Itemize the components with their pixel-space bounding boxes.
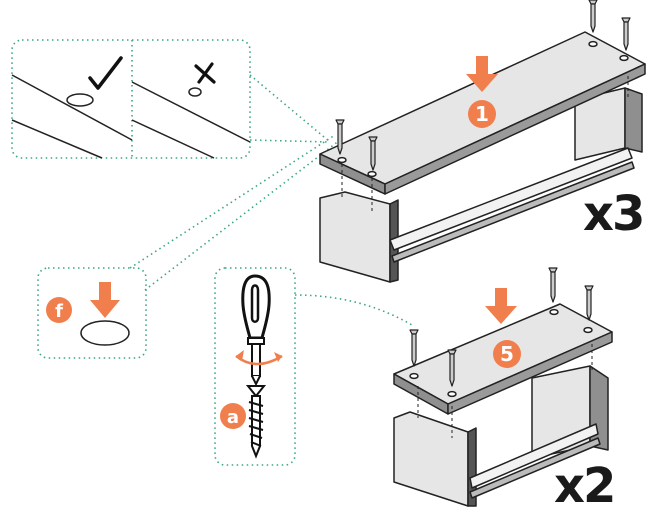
down-arrow-icon (485, 288, 517, 324)
washer-badge (46, 297, 72, 323)
down-arrow-icon (466, 56, 498, 92)
down-arrow-icon (90, 282, 120, 318)
step-number-top: 1 (475, 102, 489, 126)
bottom-screws (409, 267, 594, 387)
incorrect-hole (188, 87, 202, 97)
top-screws (335, 0, 631, 171)
quantity-bottom: x2 (554, 458, 616, 509)
screwdriver-badge (220, 403, 246, 429)
screwdriver-inset: a (214, 267, 413, 466)
step-marker-top: 1 (466, 56, 498, 128)
top-shelf-assembly (319, 0, 646, 283)
screwdriver-label: a (227, 407, 239, 428)
step-marker-bottom: 5 (485, 288, 521, 368)
guide-lines-top (129, 74, 341, 291)
step-badge-bottom (493, 340, 521, 368)
step-badge-top (468, 100, 496, 128)
hole-detail-inset (11, 39, 251, 159)
washer-inset: f (37, 267, 147, 359)
washer (80, 320, 130, 346)
washer-label: f (55, 301, 63, 322)
check-icon (88, 56, 123, 90)
cross-icon (194, 62, 216, 84)
quantity-top: x3 (583, 186, 645, 242)
correct-hole (66, 93, 94, 107)
step-number-bottom: 5 (500, 342, 514, 366)
